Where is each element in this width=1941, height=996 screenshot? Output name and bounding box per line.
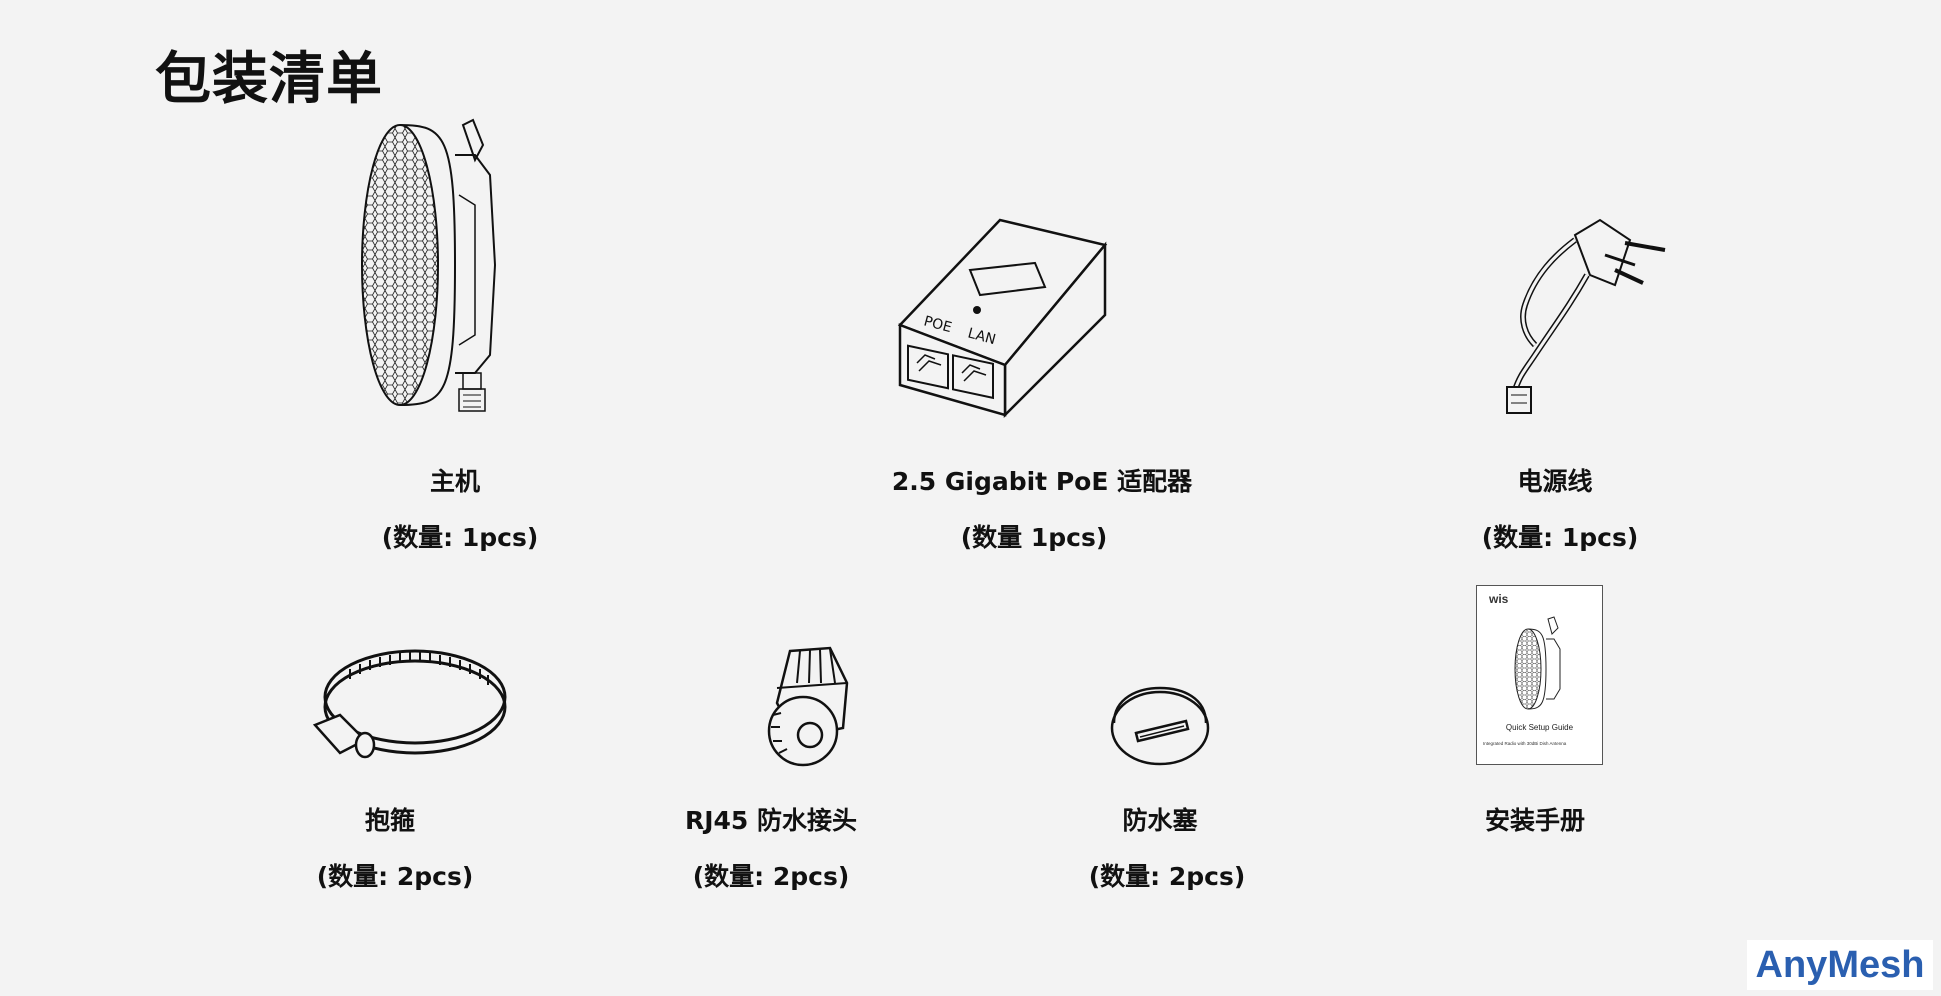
item-qty-hose-clamp: (数量: 2pcs) xyxy=(316,862,474,891)
item-qty-poe-adapter: (数量 1pcs) xyxy=(960,523,1108,552)
poe-adapter-illustration: POE LAN xyxy=(895,215,1110,420)
item-name-power-cord: 电源线 xyxy=(1517,467,1593,496)
manual-subheading: Integrated Radio with 30dBi Dish Antenna xyxy=(1483,741,1567,746)
item-qty-waterproof-plug: (数量: 2pcs) xyxy=(1088,862,1246,891)
manual-heading: Quick Setup Guide xyxy=(1505,723,1574,732)
item-name-poe-adapter: 2.5 Gigabit PoE 适配器 xyxy=(891,467,1193,496)
rj45-waterproof-connector-illustration xyxy=(755,643,865,768)
brand-name: AnyMesh xyxy=(1755,943,1925,986)
main-unit-illustration xyxy=(355,115,515,420)
item-name-waterproof-plug: 防水塞 xyxy=(1122,806,1198,835)
poe-port-label: POE xyxy=(922,313,953,336)
brand-logo: AnyMesh xyxy=(1747,940,1933,990)
manual-logo: wis xyxy=(1489,592,1509,606)
item-name-main-unit: 主机 xyxy=(429,467,481,496)
manual-cover-dish-icon xyxy=(1512,614,1572,714)
installation-manual-illustration: wis Quick Setup Guide Integrated Radio w… xyxy=(1476,585,1603,765)
item-qty-main-unit: (数量: 1pcs) xyxy=(381,523,539,552)
item-name-hose-clamp: 抱箍 xyxy=(364,806,416,835)
hose-clamp-illustration xyxy=(310,645,510,770)
item-name-installation-manual: 安装手册 xyxy=(1484,806,1586,835)
page-title: 包装清单 xyxy=(155,47,383,112)
item-qty-rj45-connector: (数量: 2pcs) xyxy=(692,862,850,891)
waterproof-plug-illustration xyxy=(1108,683,1213,768)
power-cord-illustration xyxy=(1495,215,1670,420)
lan-port-label: LAN xyxy=(966,325,997,348)
item-qty-power-cord: (数量: 1pcs) xyxy=(1481,523,1639,552)
item-name-rj45-connector: RJ45 防水接头 xyxy=(684,806,858,835)
